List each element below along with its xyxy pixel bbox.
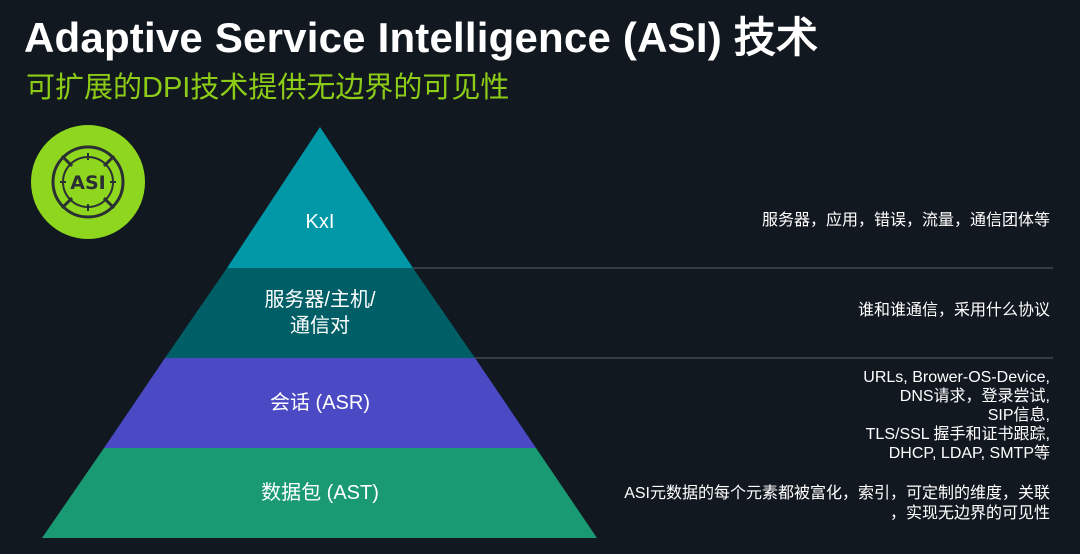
pyramid-layer-hosts (165, 268, 475, 358)
layer-label-line: 服务器/主机/ (264, 289, 376, 311)
description-line: TLS/SSL 握手和证书跟踪, (865, 426, 1050, 443)
description-line: ，实现无边界的可见性 (889, 505, 1050, 522)
description-packets: ASI元数据的每个元素都被富化，索引，可定制的维度，关联 ，实现无边界的可见性 (624, 484, 1050, 524)
description-hosts: 谁和谁通信，采用什么协议 (858, 301, 1050, 321)
description-line: DHCP, LDAP, SMTP等 (888, 445, 1050, 462)
description-line: URLs, Brower-OS-Device, (863, 369, 1050, 386)
description-kxi: 服务器，应用，错误，流量，通信团体等 (762, 211, 1050, 231)
pyramid-layer-kxi (227, 127, 413, 268)
layer-label-sessions: 会话 (ASR) (270, 392, 370, 414)
description-line: ASI元数据的每个元素都被富化，索引，可定制的维度，关联 (624, 485, 1050, 502)
description-line: 谁和谁通信，采用什么协议 (857, 302, 1050, 319)
layer-label-kxi: KxI (305, 211, 335, 233)
page-subtitle: 可扩展的DPI技术提供无边界的可见性 (26, 72, 510, 104)
page-title: Adaptive Service Intelligence (ASI) 技术 (24, 14, 819, 61)
pyramid-layer-sessions (104, 358, 536, 448)
layer-label-hosts: 服务器/主机/ 通信对 (220, 287, 420, 339)
description-sessions: URLs, Brower-OS-Device, DNS请求，登录尝试, SIP信… (863, 368, 1050, 463)
layer-label-packets: 数据包 (AST) (261, 482, 379, 504)
pyramid-layer-packets (42, 448, 597, 538)
crosshair-target-icon: ASI (31, 125, 145, 239)
logo-text: ASI (70, 172, 105, 194)
asi-logo: ASI (31, 125, 145, 239)
description-line: 服务器，应用，错误，流量，通信团体等 (761, 212, 1050, 229)
description-line: SIP信息, (987, 407, 1050, 424)
layer-label-line: 通信对 (290, 315, 350, 337)
description-line: DNS请求，登录尝试, (899, 388, 1050, 405)
